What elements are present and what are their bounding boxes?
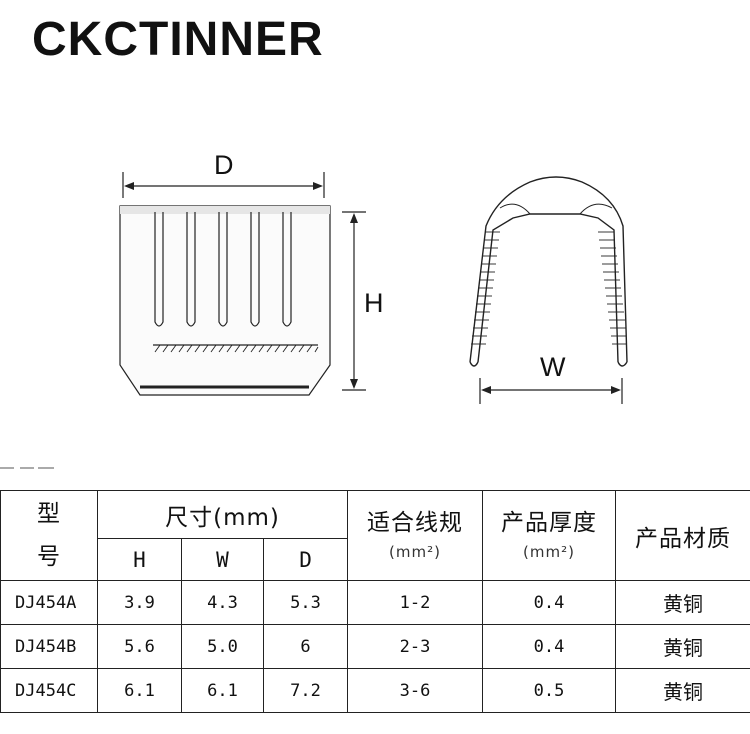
cell-h: 3.9 bbox=[97, 580, 182, 625]
dimension-d-label: D bbox=[214, 150, 234, 180]
dimension-w-label: W bbox=[540, 352, 566, 382]
dimension-h bbox=[342, 211, 366, 391]
dimension-h-label: H bbox=[364, 288, 384, 318]
dimension-d bbox=[122, 172, 325, 198]
cell-wire: 1-2 bbox=[347, 580, 484, 625]
dimension-w bbox=[479, 378, 623, 404]
header-model-top: 型 bbox=[37, 501, 61, 528]
header-wire-spec: 适合线规 (mm²) bbox=[347, 490, 484, 581]
cell-w: 6.1 bbox=[181, 668, 264, 713]
header-size: 尺寸(mm) bbox=[96, 490, 349, 539]
header-h: H bbox=[97, 538, 182, 581]
cell-material: 黄铜 bbox=[615, 624, 750, 669]
header-w: W bbox=[181, 538, 264, 581]
front-view bbox=[119, 205, 331, 396]
cell-w: 4.3 bbox=[181, 580, 264, 625]
cell-model: DJ454C bbox=[0, 668, 98, 713]
cell-material: 黄铜 bbox=[615, 668, 750, 713]
cell-thickness: 0.4 bbox=[482, 580, 617, 625]
side-view bbox=[469, 176, 628, 367]
cell-thickness: 0.4 bbox=[482, 624, 617, 669]
cell-thickness: 0.5 bbox=[482, 668, 617, 713]
cell-wire: 2-3 bbox=[347, 624, 484, 669]
header-thickness: 产品厚度 (mm²) bbox=[482, 490, 617, 581]
header-wire-spec-unit: (mm²) bbox=[389, 543, 441, 562]
brand-title: CKCTINNER bbox=[32, 13, 324, 66]
table-row: DJ454A 3.9 4.3 5.3 1-2 0.4 黄铜 bbox=[0, 580, 750, 625]
header-model: 型 号 bbox=[0, 490, 98, 581]
header-thickness-label: 产品厚度 bbox=[501, 509, 598, 536]
header-thickness-unit: (mm²) bbox=[523, 543, 575, 562]
cell-d: 6 bbox=[262, 624, 349, 669]
cell-material: 黄铜 bbox=[615, 580, 750, 625]
header-wire-spec-label: 适合线规 bbox=[367, 509, 464, 536]
header-material: 产品材质 bbox=[615, 490, 750, 581]
cell-model: DJ454B bbox=[0, 624, 98, 669]
table-row: DJ454B 5.6 5.0 6 2-3 0.4 黄铜 bbox=[0, 624, 750, 669]
cell-h: 5.6 bbox=[97, 624, 182, 669]
cell-h: 6.1 bbox=[97, 668, 182, 713]
cell-model: DJ454A bbox=[0, 580, 98, 625]
header-model-bottom: 号 bbox=[37, 543, 61, 570]
technical-drawing: D H bbox=[119, 150, 628, 404]
cell-d: 5.3 bbox=[262, 580, 349, 625]
table-row: DJ454C 6.1 6.1 7.2 3-6 0.5 黄铜 bbox=[0, 668, 750, 713]
cell-w: 5.0 bbox=[181, 624, 264, 669]
dash-marks bbox=[0, 467, 54, 469]
cell-wire: 3-6 bbox=[347, 668, 484, 713]
header-d: D bbox=[262, 538, 349, 581]
cell-d: 7.2 bbox=[262, 668, 349, 713]
spec-table: 型 号 尺寸(mm) 适合线规 (mm²) 产品厚度 (mm²) 产品材质 H … bbox=[0, 490, 750, 713]
